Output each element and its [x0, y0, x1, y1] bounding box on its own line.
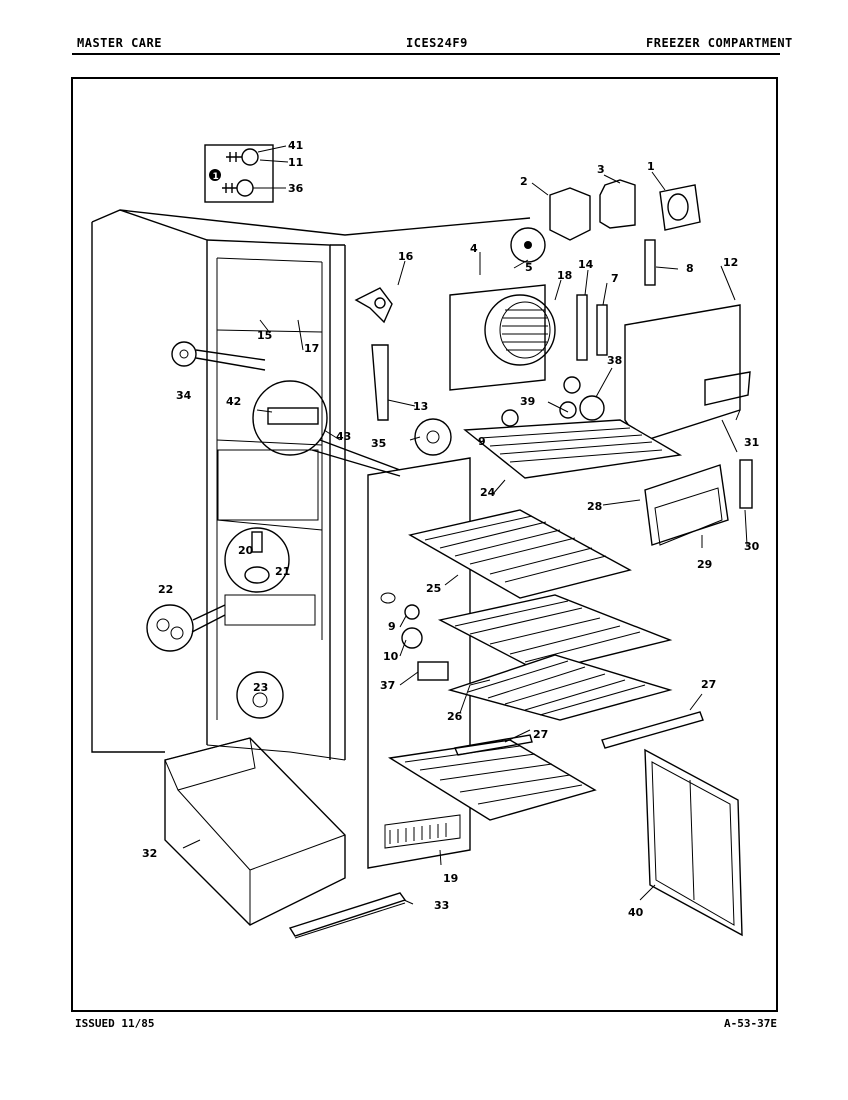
diagram-frame — [71, 77, 778, 1012]
control-parts — [501, 179, 751, 443]
callout-10: 10 — [383, 650, 399, 663]
callout-24: 24 — [480, 486, 496, 499]
callout-37: 37 — [380, 679, 395, 692]
callout-31: 31 — [744, 436, 759, 449]
callout-43: 43 — [336, 430, 351, 443]
back-panel — [367, 457, 471, 869]
callout-41: 41 — [288, 139, 303, 152]
callout-25: 25 — [426, 582, 441, 595]
callout-33: 33 — [434, 899, 449, 912]
callout-19: 19 — [443, 872, 458, 885]
bin-and-rail — [164, 737, 407, 939]
cabinet-body — [91, 209, 531, 761]
callout-39: 39 — [520, 395, 535, 408]
shelves — [388, 419, 704, 821]
callout-9-lower: 9 — [388, 620, 396, 633]
callout-26: 26 — [447, 710, 463, 723]
callout-40: 40 — [628, 906, 644, 919]
callout-29: 29 — [697, 558, 712, 571]
callout-8: 8 — [686, 262, 694, 275]
callout-38: 38 — [607, 354, 622, 367]
leader-lines — [182, 171, 748, 905]
inset-box: 1 — [204, 144, 289, 203]
callout-11: 11 — [288, 156, 303, 169]
callout-20: 20 — [238, 544, 254, 557]
callout-9-upper: 9 — [478, 435, 486, 448]
header-model: ICES24F9 — [406, 36, 468, 50]
callout-5: 5 — [525, 261, 533, 274]
callout-7: 7 — [611, 272, 619, 285]
callout-28: 28 — [587, 500, 602, 513]
footer-issued: ISSUED 11/85 — [75, 1017, 155, 1030]
callout-21: 21 — [275, 565, 290, 578]
callout-4: 4 — [470, 242, 478, 255]
callout-42: 42 — [226, 395, 241, 408]
callout-22: 22 — [158, 583, 173, 596]
callout-18: 18 — [557, 269, 572, 282]
lamps — [380, 592, 449, 681]
callout-17: 17 — [304, 342, 319, 355]
inset-marker: 1 — [213, 172, 219, 182]
footer-code: A-53-37E — [724, 1017, 777, 1030]
callout-32: 32 — [142, 847, 157, 860]
callout-3: 3 — [597, 163, 605, 176]
door-bins — [644, 459, 753, 546]
callout-27-lower: 27 — [533, 728, 548, 741]
access-panel — [644, 748, 743, 937]
callout-13: 13 — [413, 400, 428, 413]
callout-36: 36 — [288, 182, 304, 195]
callout-1: 1 — [647, 160, 655, 173]
callout-16: 16 — [398, 250, 414, 263]
callout-30: 30 — [744, 540, 760, 553]
callout-12: 12 — [723, 256, 738, 269]
header-section: FREEZER COMPARTMENT — [646, 36, 793, 50]
callout-27-right: 27 — [701, 678, 716, 691]
header-rule — [72, 53, 780, 55]
callout-14: 14 — [578, 258, 594, 271]
callout-labels: 1 2 3 4 5 7 8 9 9 10 11 12 13 14 15 16 1… — [142, 139, 760, 919]
callout-35: 35 — [371, 437, 386, 450]
callout-34: 34 — [176, 389, 192, 402]
fan-assembly — [354, 227, 556, 456]
callout-2: 2 — [520, 175, 528, 188]
header-brand: MASTER CARE — [77, 36, 162, 50]
detail-circles — [146, 341, 401, 719]
callout-23: 23 — [253, 681, 268, 694]
callout-15: 15 — [257, 329, 272, 342]
